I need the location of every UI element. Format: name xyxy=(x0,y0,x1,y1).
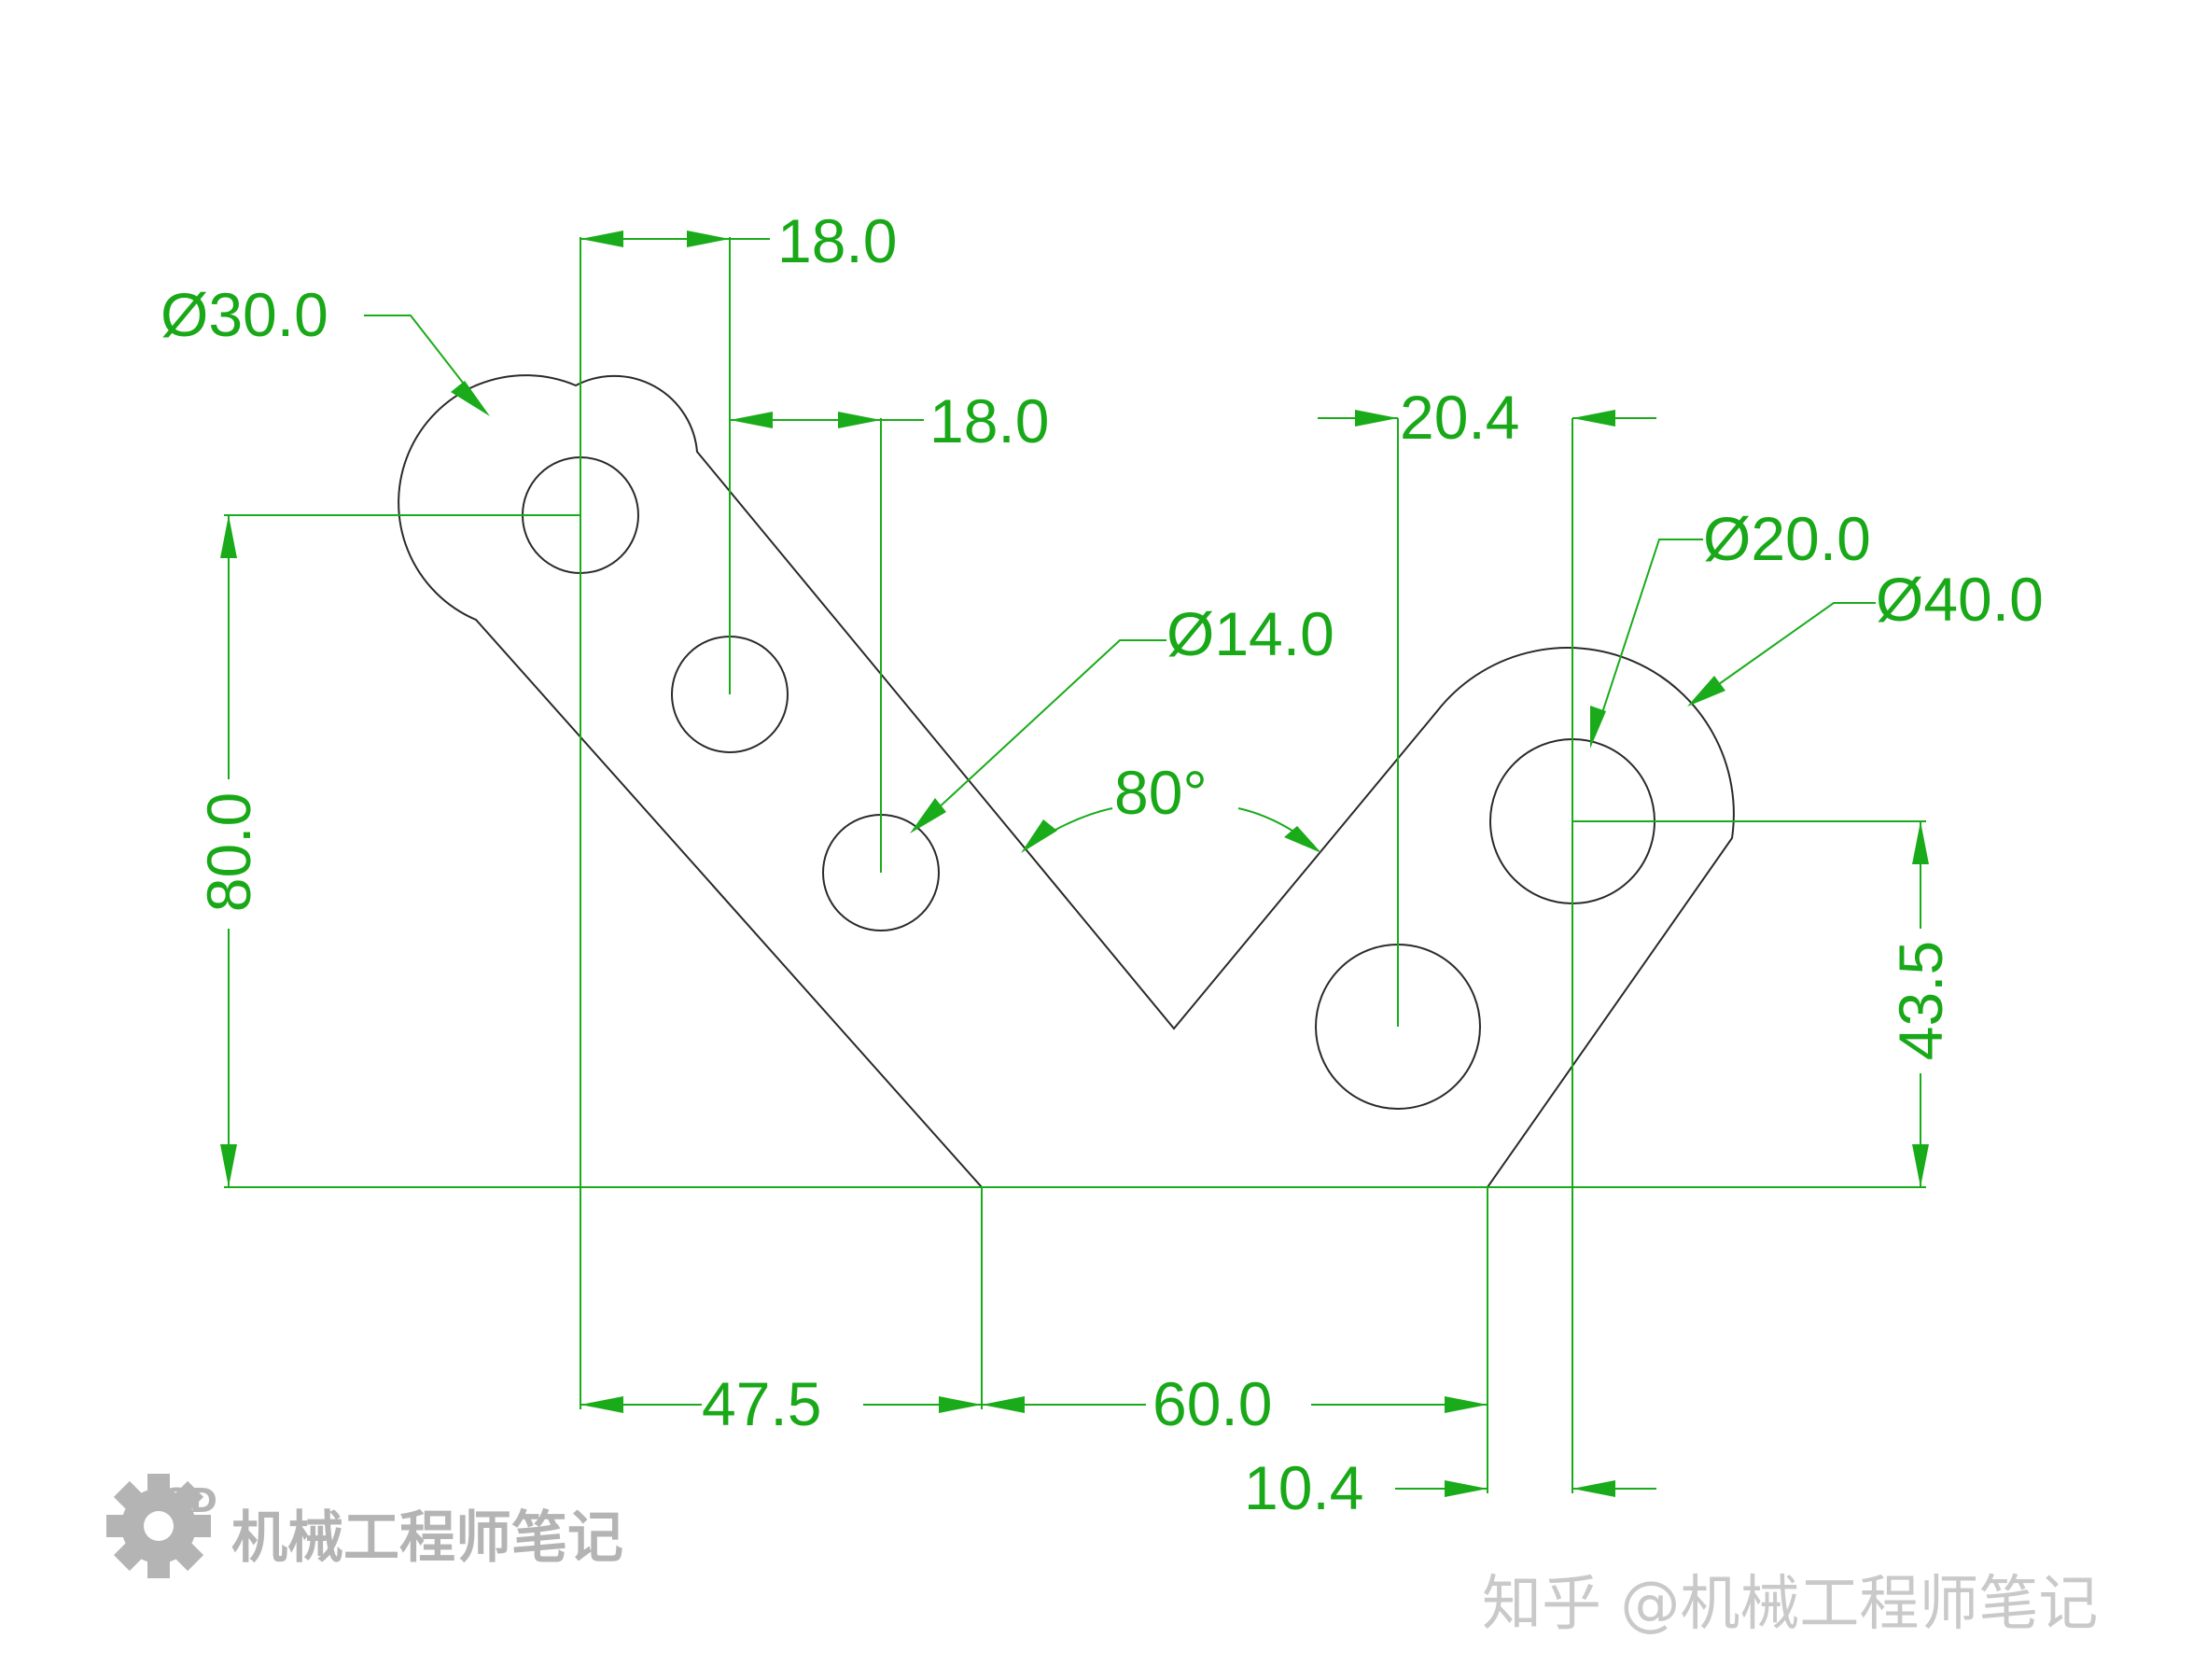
dim-dia-right-hole: Ø20.0 xyxy=(1703,504,1871,573)
dim-top-hole-offset: 18.0 xyxy=(777,206,897,275)
dim-bottom-mid: 60.0 xyxy=(1152,1369,1272,1438)
dimension-labels: 18.0 18.0 20.4 Ø30.0 Ø14.0 Ø20.0 Ø40.0 8… xyxy=(161,206,2044,1522)
dim-height-right: 43.5 xyxy=(1886,941,1955,1060)
dim-dia-large-arc: Ø30.0 xyxy=(161,280,328,349)
watermark-logo: 3D 机械工程师笔记 xyxy=(106,1474,623,1578)
gear-icon xyxy=(106,1474,211,1578)
dim-height-left: 80.0 xyxy=(194,792,263,912)
watermark-left-text: 机械工程师笔记 xyxy=(231,1505,623,1571)
dim-right-hole-offset: 20.4 xyxy=(1400,383,1519,452)
watermark-right-text: 知乎 @机械工程师笔记 xyxy=(1482,1570,2098,1639)
dim-bottom-left: 47.5 xyxy=(702,1369,821,1438)
dim-second-hole-offset: 18.0 xyxy=(929,386,1049,455)
dim-bottom-right: 10.4 xyxy=(1244,1453,1363,1522)
bracket-profile xyxy=(398,374,1735,1188)
watermark-badge: 3D xyxy=(166,1482,217,1520)
dimension-lines xyxy=(220,231,1929,1497)
dim-dia-small-hole: Ø14.0 xyxy=(1166,599,1334,668)
part-outline xyxy=(398,374,1735,1188)
dim-dia-right-arc: Ø40.0 xyxy=(1876,565,2044,634)
dim-angle: 80° xyxy=(1114,758,1208,827)
